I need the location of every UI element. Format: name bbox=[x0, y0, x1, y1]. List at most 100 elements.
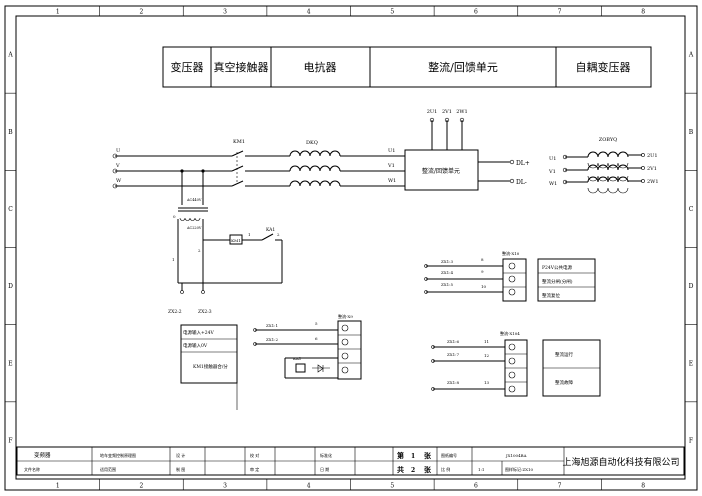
svg-text:10: 10 bbox=[481, 284, 487, 289]
tb-r2-9: 2 bbox=[411, 467, 415, 474]
column-marker: 2 bbox=[140, 483, 144, 490]
tb-r1-12: JX1004BA bbox=[505, 453, 527, 458]
svg-text:5: 5 bbox=[315, 321, 318, 326]
tb-r2-4: 审 定 bbox=[250, 466, 259, 472]
terminal-block-x9: 整流-X9 ZX1:1 ZX1:2 5 6 KA1 电源输入+24V 电源输入0… bbox=[180, 313, 362, 410]
main-circuit: U V W KM1 DKQ U1 V1 W1 bbox=[112, 109, 659, 194]
svg-text:12: 12 bbox=[484, 353, 490, 358]
row-marker: D bbox=[8, 283, 13, 290]
header-vacuum-contactor: 真空接触器 bbox=[214, 60, 269, 74]
svg-text:2V1: 2V1 bbox=[442, 109, 452, 115]
tb-r2-12: 1:1 bbox=[478, 467, 484, 472]
tb-r2-2: 制 图 bbox=[176, 466, 185, 472]
svg-text:2U1: 2U1 bbox=[647, 153, 658, 159]
svg-text:KM1接触器合/分: KM1接触器合/分 bbox=[193, 363, 228, 370]
column-marker: 3 bbox=[223, 483, 227, 490]
svg-text:9: 9 bbox=[481, 269, 484, 274]
svg-text:ZX1:5: ZX1:5 bbox=[441, 282, 454, 287]
svg-text:电源输入+24V: 电源输入+24V bbox=[183, 329, 214, 336]
svg-text:W1: W1 bbox=[549, 181, 557, 187]
phase-v-label: V bbox=[115, 163, 120, 169]
row-marker: A bbox=[7, 52, 13, 59]
tb-r2-13: 图样标记:ZX10 bbox=[505, 466, 534, 472]
column-marker: 7 bbox=[558, 483, 562, 490]
header-blocks: 变压器 真空接触器 电抗器 整流/回馈单元 自耦变压器 bbox=[162, 46, 652, 88]
svg-text:6: 6 bbox=[315, 336, 318, 341]
rectifier-feedback-unit: 整流/回馈单元 2U1 2V1 2W1 DL+ DL- bbox=[404, 109, 530, 191]
svg-text:ZX1:8: ZX1:8 bbox=[447, 380, 460, 385]
terminal-block-x104: 整流-X104 ZX1:6 ZX1:7 ZX1:8 11 12 13 整流运行 … bbox=[431, 330, 601, 397]
column-marker: 8 bbox=[641, 483, 645, 490]
svg-text:电源输入0V: 电源输入0V bbox=[183, 342, 208, 349]
row-marker: F bbox=[8, 437, 12, 444]
row-marker: A bbox=[688, 52, 694, 59]
tb-r1-10: 张 bbox=[424, 451, 432, 460]
svg-text:U1: U1 bbox=[549, 156, 556, 162]
outer-frame bbox=[4, 5, 698, 491]
contactor-km1: KM1 bbox=[231, 139, 290, 187]
column-marker: 4 bbox=[307, 9, 311, 16]
header-rectifier-unit: 整流/回馈单元 bbox=[428, 60, 498, 74]
tb-r1-9: 1 bbox=[411, 453, 415, 460]
column-marker: 1 bbox=[56, 483, 60, 490]
svg-text:2W1: 2W1 bbox=[456, 109, 468, 115]
svg-text:13: 13 bbox=[484, 380, 490, 385]
svg-text:KA1: KA1 bbox=[266, 227, 275, 233]
title-block: 变频器 地车变频控制原理图 设 计 校 对 标准化 第 1 张 图纸编号 JX1… bbox=[16, 446, 685, 476]
header-autotransformer: 自耦变压器 bbox=[576, 60, 631, 74]
svg-text:整流分闸(分闸): 整流分闸(分闸) bbox=[542, 278, 573, 285]
svg-text:KM1: KM1 bbox=[231, 238, 241, 243]
phase-w-label: W bbox=[116, 178, 122, 184]
svg-text:ZX1:1: ZX1:1 bbox=[266, 323, 278, 328]
svg-text:ZX1:6: ZX1:6 bbox=[447, 339, 460, 344]
row-marker: E bbox=[689, 360, 693, 367]
row-marker: D bbox=[689, 283, 694, 290]
company-name: 上海旭源自动化科技有限公司 bbox=[562, 456, 679, 468]
tb-r2-8: 共 bbox=[397, 465, 404, 474]
svg-text:U1: U1 bbox=[388, 148, 395, 154]
svg-text:V1: V1 bbox=[548, 169, 556, 175]
row-marker: C bbox=[8, 206, 13, 213]
svg-text:ZX1:4: ZX1:4 bbox=[441, 270, 454, 275]
control-transformer-circuit: AC440V AC220V 0 1 2 KM1 KA1 1 2 ZX2:2 ZX… bbox=[168, 188, 283, 315]
column-marker: 7 bbox=[558, 9, 562, 16]
autotransformer-zobyq: ZOBYQ U1 V1 W1 2U1 2V1 2W1 bbox=[548, 137, 659, 194]
tb-r1-0: 变频器 bbox=[34, 451, 51, 459]
row-marker: B bbox=[8, 129, 13, 136]
column-marker: 8 bbox=[641, 9, 645, 16]
svg-text:8: 8 bbox=[481, 257, 484, 262]
svg-text:DL+: DL+ bbox=[516, 160, 530, 167]
svg-text:W1: W1 bbox=[388, 178, 396, 184]
column-marker: 6 bbox=[474, 9, 478, 16]
svg-text:DL-: DL- bbox=[516, 179, 527, 186]
tb-r1-2: 设 计 bbox=[176, 452, 185, 458]
reactor-dkq: DKQ U1 V1 W1 bbox=[289, 140, 405, 187]
tb-r2-6: 日 期 bbox=[320, 466, 329, 472]
row-marker: C bbox=[689, 206, 694, 213]
svg-text:整流-X9: 整流-X9 bbox=[338, 313, 353, 319]
svg-text:ZX2:3: ZX2:3 bbox=[198, 309, 212, 315]
svg-text:AC220V: AC220V bbox=[186, 226, 202, 230]
svg-text:2: 2 bbox=[198, 248, 201, 253]
header-transformer: 变压器 bbox=[171, 60, 204, 74]
svg-text:DKQ: DKQ bbox=[306, 140, 318, 146]
svg-text:整流/回馈单元: 整流/回馈单元 bbox=[422, 167, 460, 175]
header-reactor: 电抗器 bbox=[304, 60, 337, 74]
tb-r2-1: 适用范围 bbox=[100, 466, 116, 472]
tb-r2-11: 比 例 bbox=[441, 466, 450, 472]
svg-text:KM1: KM1 bbox=[233, 139, 245, 145]
column-marker: 5 bbox=[390, 9, 394, 16]
svg-text:2V1: 2V1 bbox=[647, 166, 657, 172]
column-marker: 1 bbox=[56, 9, 60, 16]
svg-text:ZX1:2: ZX1:2 bbox=[266, 337, 279, 342]
svg-text:2U1: 2U1 bbox=[427, 109, 438, 115]
tb-r1-4: 校 对 bbox=[250, 452, 259, 458]
column-marker: 6 bbox=[474, 483, 478, 490]
tb-r1-8: 第 bbox=[397, 451, 404, 460]
phase-u-label: U bbox=[116, 148, 120, 154]
svg-text:ZX2:2: ZX2:2 bbox=[168, 309, 182, 315]
